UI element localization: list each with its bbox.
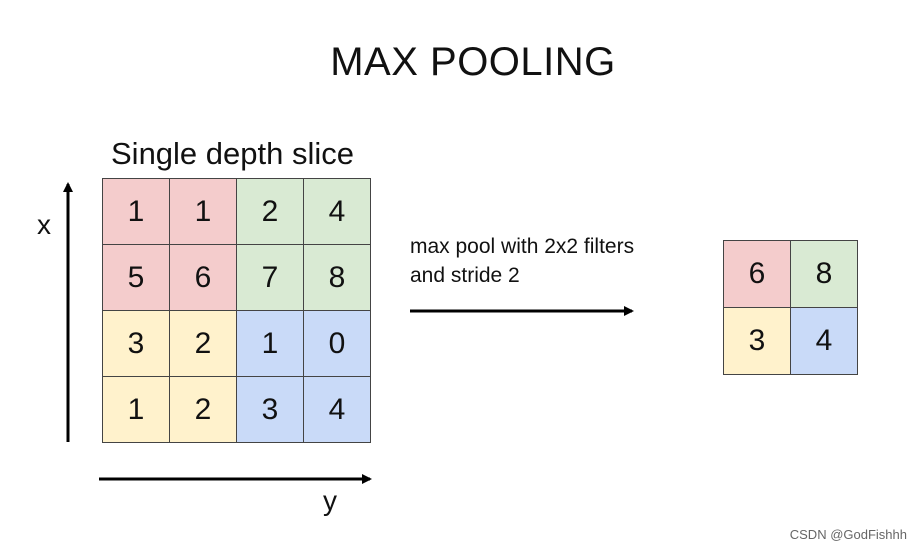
caption-line-1: max pool with 2x2 filters [410, 235, 635, 258]
input_matrix-cell: 1 [103, 377, 170, 443]
input_matrix-cell: 1 [237, 311, 304, 377]
output_matrix-cell: 3 [724, 308, 791, 375]
input_matrix-cell: 4 [304, 377, 371, 443]
input_matrix-cell: 3 [103, 311, 170, 377]
y-axis-label: y [323, 485, 337, 516]
caption-line-2: and stride 2 [410, 264, 520, 287]
input_matrix-cell: 2 [237, 179, 304, 245]
input_matrix-cell: 5 [103, 245, 170, 311]
slice-label: Single depth slice [111, 136, 354, 171]
input_matrix-cell: 4 [304, 179, 371, 245]
input_matrix-cell: 1 [103, 179, 170, 245]
pool-caption: max pool with 2x2 filters and stride 2 [410, 232, 634, 290]
output_matrix-cell: 8 [791, 241, 858, 308]
input_matrix-cell: 7 [237, 245, 304, 311]
x-axis-label: x [37, 209, 51, 240]
output_matrix-cell: 6 [724, 241, 791, 308]
input_matrix-cell: 1 [170, 179, 237, 245]
input_matrix-cell: 0 [304, 311, 371, 377]
page-title: MAX POOLING [330, 40, 616, 84]
input_matrix-cell: 3 [237, 377, 304, 443]
input_matrix-cell: 2 [170, 377, 237, 443]
watermark: CSDN @GodFishhh [789, 527, 907, 542]
input_matrix-cell: 2 [170, 311, 237, 377]
output_matrix-cell: 4 [791, 308, 858, 375]
input_matrix-cell: 6 [170, 245, 237, 311]
input_matrix-cell: 8 [304, 245, 371, 311]
